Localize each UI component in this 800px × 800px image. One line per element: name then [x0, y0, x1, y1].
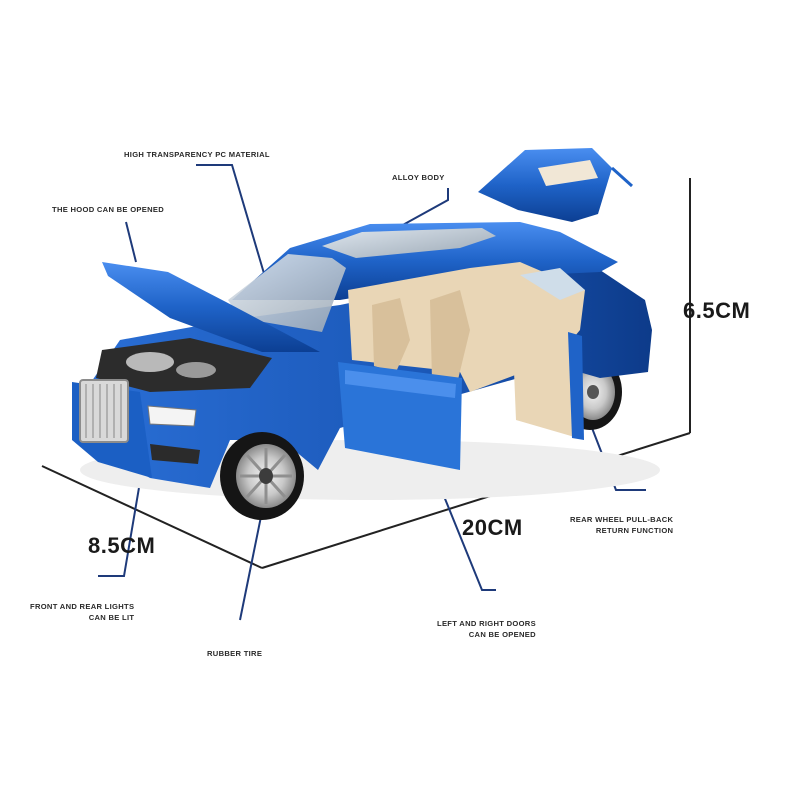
rear-window	[520, 268, 585, 300]
callout-hood-text: THE HOOD CAN BE OPENED	[52, 205, 165, 214]
engine-part	[126, 352, 174, 372]
rear-door-open	[512, 322, 578, 438]
callout-rear-wheel: REAR WHEEL PULL-BACK RETURN FUNCTION	[570, 514, 673, 536]
callout-alloy-body: ALLOY BODY	[392, 172, 445, 183]
dimension-width-label: 8.5CM	[88, 533, 156, 558]
callout-lights: FRONT AND REAR LIGHTS CAN BE LIT	[30, 601, 134, 623]
callout-doors-line2: CAN BE OPENED	[468, 630, 536, 639]
callout-hood: THE HOOD CAN BE OPENED	[52, 204, 164, 215]
front-grille	[79, 379, 129, 443]
front-door-highlight	[345, 370, 456, 398]
callout-lights-line2: CAN BE LIT	[88, 613, 135, 622]
hood-open	[102, 262, 320, 352]
engine-part	[176, 362, 216, 378]
windshield-glass	[228, 254, 346, 332]
grille-slats	[85, 384, 122, 438]
seat-back	[430, 290, 470, 392]
sunroof-glass	[322, 228, 496, 258]
callout-doors-line1: LEFT AND RIGHT DOORS	[437, 619, 536, 628]
trunk-window	[538, 160, 598, 186]
callout-leaders	[98, 164, 646, 621]
callout-alloy-body-text: ALLOY BODY	[392, 173, 445, 182]
callout-tire-text: RUBBER TIRE	[207, 649, 263, 658]
lower-vent	[150, 444, 200, 464]
callout-pc-material-text: HIGH TRANSPARENCY PC MATERIAL	[124, 150, 270, 159]
callout-doors: LEFT AND RIGHT DOORS CAN BE OPENED	[437, 618, 536, 640]
trunk-lid-open	[478, 148, 612, 222]
front-seat	[372, 298, 410, 372]
trunk-strut	[610, 166, 634, 188]
callout-rear-wheel-line1: REAR WHEEL PULL-BACK	[570, 515, 674, 524]
rear-door-edge	[568, 332, 584, 440]
front-wheel	[220, 432, 304, 520]
callout-lights-line1: FRONT AND REAR LIGHTS	[30, 602, 135, 611]
dimension-length-label: 20CM	[462, 515, 523, 540]
callout-tire: RUBBER TIRE	[207, 648, 262, 659]
headlight	[147, 405, 197, 427]
callout-pc-material: HIGH TRANSPARENCY PC MATERIAL	[124, 149, 270, 160]
callout-rear-wheel-line2: RETURN FUNCTION	[595, 526, 674, 535]
dimension-height-label: 6.5CM	[683, 298, 751, 323]
